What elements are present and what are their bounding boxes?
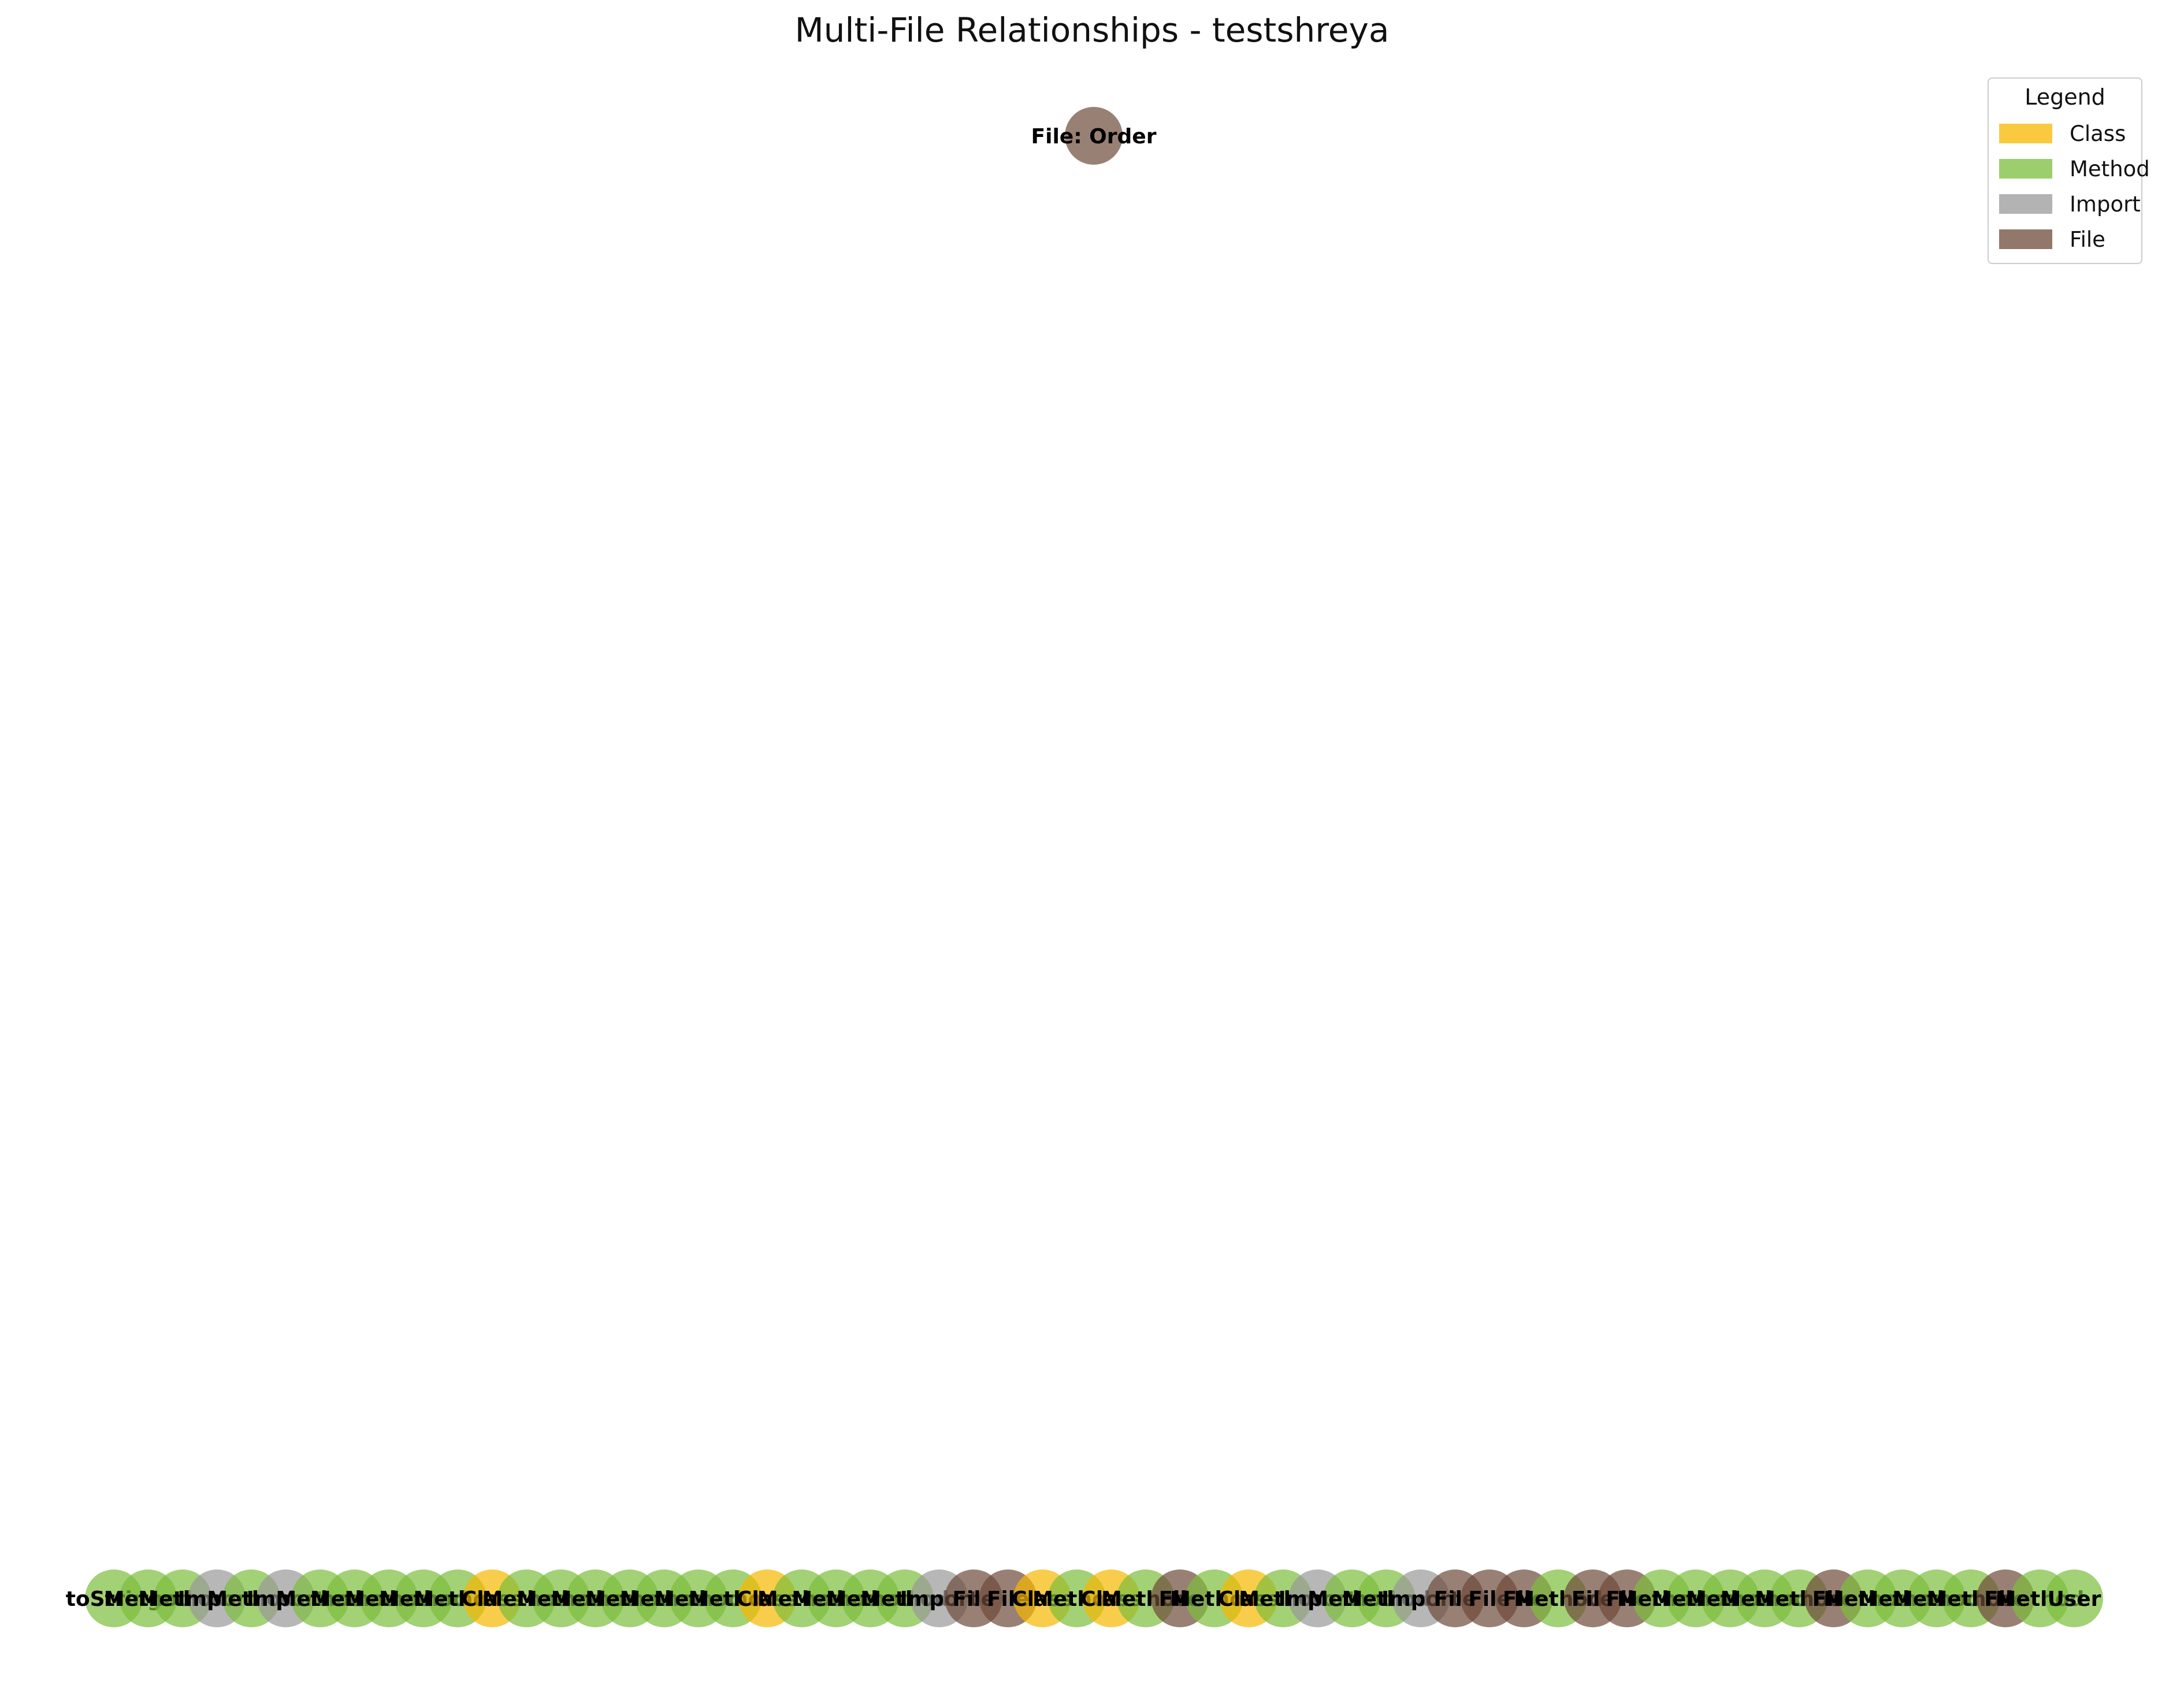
legend-label-method: Method: [2070, 156, 2150, 181]
graph-node-label: User: [2048, 1587, 2101, 1611]
legend-label-file: File: [2070, 227, 2105, 252]
legend: Legend Class Method Import File: [1988, 77, 2150, 264]
top-node: File: Order: [1031, 107, 1157, 165]
graph-node: User: [2045, 1569, 2103, 1627]
graph-node-circle: [2045, 1569, 2103, 1627]
legend-swatch-file: [1999, 229, 2052, 249]
legend-title: Legend: [2025, 84, 2105, 110]
legend-item-import: Import: [1999, 190, 2141, 218]
figure-title: Multi-File Relationships - testshreya: [794, 10, 1390, 50]
legend-swatch-class: [1999, 124, 2052, 143]
legend-item-class: Class: [1999, 119, 2126, 148]
legend-item-file: File: [1999, 225, 2105, 254]
legend-label-import: Import: [2070, 191, 2141, 217]
top-node-label: File: Order: [1031, 125, 1157, 149]
legend-swatch-import: [1999, 194, 2052, 214]
legend-item-method: Method: [1999, 154, 2150, 183]
legend-label-class: Class: [2070, 121, 2126, 146]
legend-swatch-method: [1999, 159, 2052, 179]
top-node-circle: [1065, 107, 1123, 165]
